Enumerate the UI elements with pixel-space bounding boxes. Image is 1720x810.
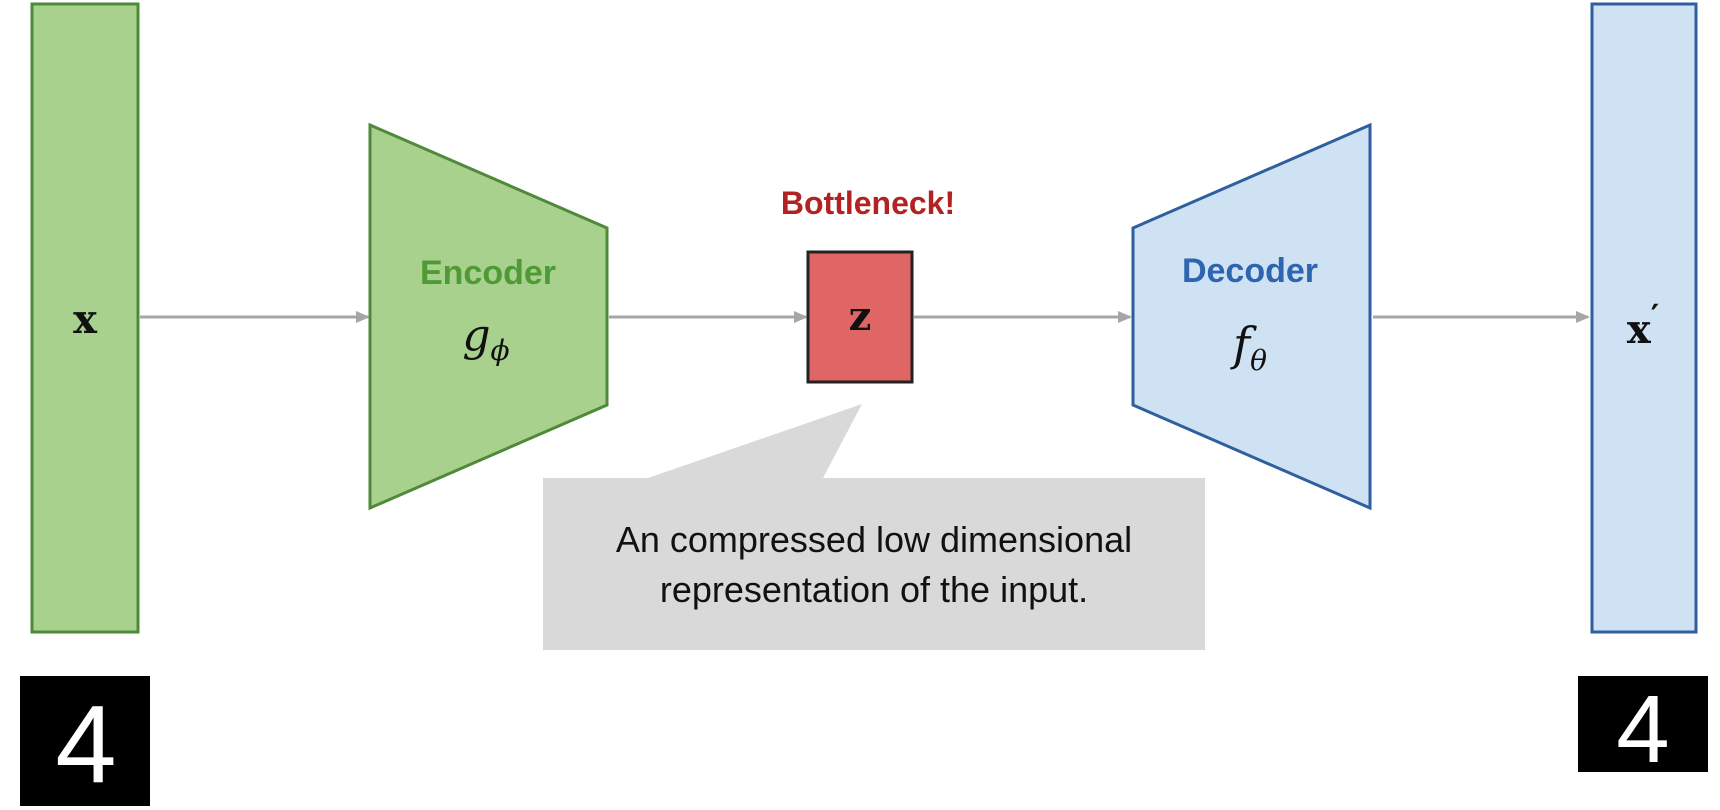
decoder-function: fθ — [1230, 317, 1267, 377]
output-label: x′ — [1627, 297, 1659, 353]
output-digit-glyph: 4 — [1616, 676, 1669, 783]
decoder-title: Decoder — [1182, 252, 1318, 290]
output-label-symbol: x — [1627, 306, 1652, 353]
input-digit-image — [20, 676, 150, 806]
encoder-block — [368, 122, 609, 511]
decoder-function-subscript: θ — [1250, 344, 1267, 377]
input-digit-glyph: 4 — [55, 683, 116, 806]
input-vector-bar — [30, 2, 140, 634]
bottleneck-z-label: z — [849, 293, 872, 340]
output-vector-bar — [1590, 2, 1698, 634]
bottleneck-title: Bottleneck! — [781, 185, 955, 221]
decoder-block — [1131, 122, 1372, 511]
encoder-function: gϕ — [462, 310, 509, 367]
bottleneck-z-box — [806, 250, 914, 384]
encoder-function-symbol: g — [462, 310, 490, 361]
callout-bubble — [543, 404, 1205, 650]
callout-text-line-1: An compressed low dimensional — [616, 519, 1132, 560]
output-label-prime: ′ — [1651, 297, 1659, 335]
callout-text-line-2: representation of the input. — [660, 569, 1088, 610]
encoder-title: Encoder — [420, 254, 556, 292]
input-label: x — [73, 296, 98, 343]
encoder-function-subscript: ϕ — [491, 334, 510, 367]
output-digit-image — [1578, 676, 1708, 772]
